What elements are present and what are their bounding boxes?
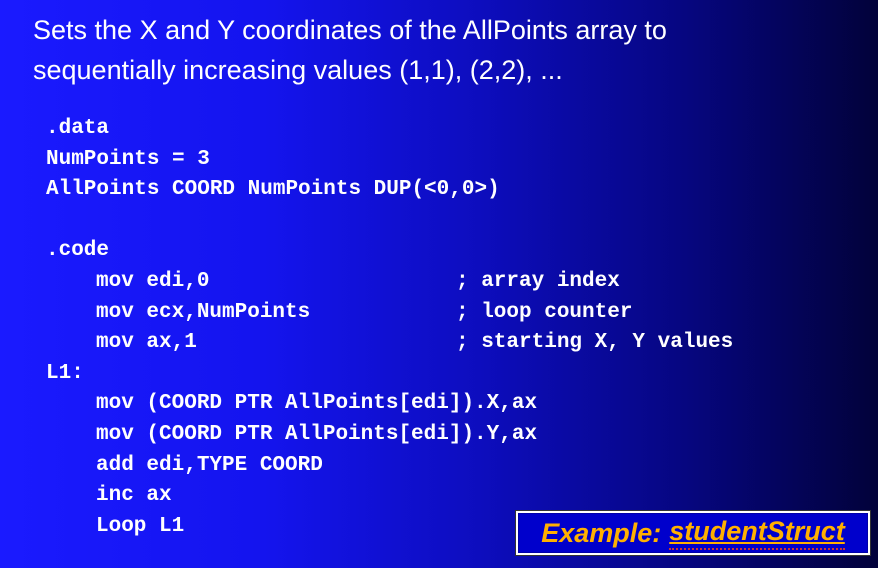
code-loop-l1: Loop L1 (96, 515, 185, 538)
code-mov-y: mov (COORD PTR AllPoints[edi]).Y,ax (96, 423, 538, 446)
code-mov-edi: mov edi,0 (96, 270, 210, 293)
code-data-directive: .data (46, 117, 110, 140)
code-comment-starting-values: ; starting X, Y values (456, 331, 734, 354)
code-mov-x: mov (COORD PTR AllPoints[edi]).X,ax (96, 392, 538, 415)
code-inc-ax: inc ax (96, 484, 172, 507)
example-link-button[interactable]: Example: studentStruct (518, 513, 868, 553)
code-mov-ax: mov ax,1 (96, 331, 197, 354)
slide-title: Sets the X and Y coordinates of the AllP… (33, 10, 853, 90)
title-line-1: Sets the X and Y coordinates of the AllP… (33, 15, 667, 45)
code-comment-array-index: ; array index (456, 270, 620, 293)
code-code-directive: .code (46, 239, 110, 262)
code-allpoints-line: AllPoints COORD NumPoints DUP(<0,0>) (46, 178, 500, 201)
code-label-l1: L1: (46, 362, 84, 385)
code-add-edi: add edi,TYPE COORD (96, 454, 323, 477)
example-link-box[interactable]: Example: studentStruct (515, 510, 871, 556)
title-line-2: sequentially increasing values (1,1), (2… (33, 55, 563, 85)
example-prefix: Example: (541, 517, 662, 548)
student-struct-link[interactable]: studentStruct (669, 516, 845, 550)
code-numpoints-line: NumPoints = 3 (46, 148, 210, 171)
code-comment-loop-counter: ; loop counter (456, 301, 633, 324)
code-mov-ecx: mov ecx,NumPoints (96, 301, 311, 324)
